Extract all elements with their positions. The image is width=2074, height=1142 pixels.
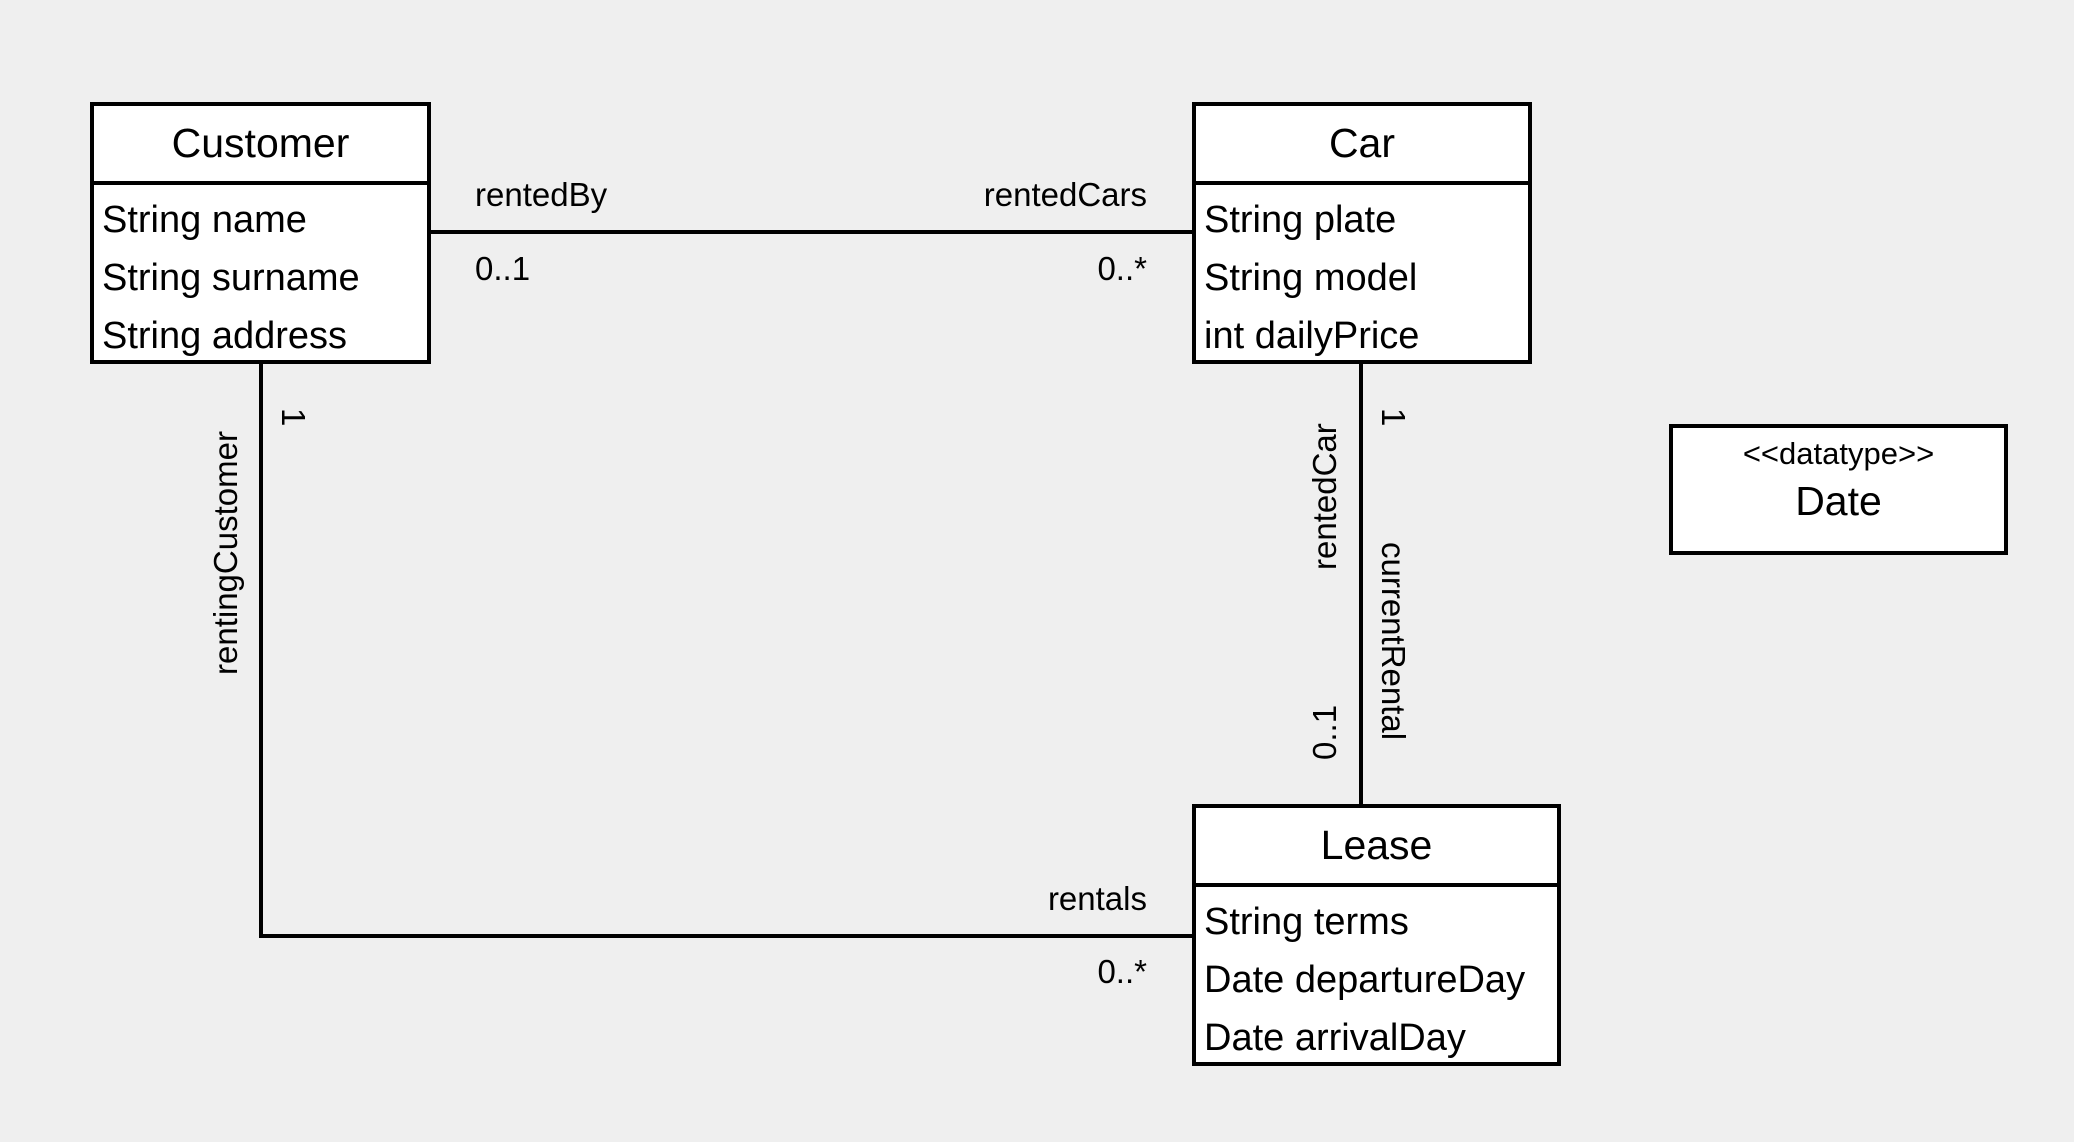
association-line-customer-lease-horizontal[interactable] bbox=[259, 934, 1195, 938]
class-customer-name: Customer bbox=[94, 106, 427, 185]
association-line-customer-car[interactable] bbox=[430, 230, 1195, 234]
class-customer-attributes: String name String surname String addres… bbox=[94, 185, 427, 365]
datatype-date[interactable]: <<datatype>> Date bbox=[1669, 424, 2008, 555]
class-car-name: Car bbox=[1196, 106, 1528, 185]
class-attribute: Date arrivalDay bbox=[1204, 1017, 1466, 1059]
class-attribute: String surname bbox=[102, 257, 360, 299]
datatype-stereotype: <<datatype>> bbox=[1742, 436, 1935, 471]
association-line-customer-lease-vertical[interactable] bbox=[259, 362, 263, 938]
association-line-car-lease[interactable] bbox=[1359, 362, 1363, 806]
class-attribute: String name bbox=[102, 199, 307, 241]
multiplicity-renting-customer: 1 bbox=[275, 408, 312, 427]
role-rented-cars: rentedCars bbox=[983, 176, 1147, 213]
multiplicity-current-rental: 0..1 bbox=[1306, 704, 1343, 760]
class-car-attributes: String plate String model int dailyPrice bbox=[1196, 185, 1528, 365]
class-attribute: String address bbox=[102, 315, 348, 357]
multiplicity-rented-cars: 0..* bbox=[1097, 250, 1147, 287]
class-lease[interactable]: Lease String terms Date departureDay Dat… bbox=[1192, 804, 1561, 1066]
class-attribute: int dailyPrice bbox=[1204, 315, 1420, 357]
multiplicity-rented-car: 1 bbox=[1375, 408, 1412, 427]
role-rentals: rentals bbox=[1047, 880, 1147, 917]
role-current-rental: currentRental bbox=[1375, 542, 1412, 741]
class-lease-attributes: String terms Date departureDay Date arri… bbox=[1196, 887, 1557, 1067]
role-renting-customer: rentingCustomer bbox=[207, 431, 244, 675]
class-attribute: String plate bbox=[1204, 199, 1397, 241]
multiplicity-rentals: 0..* bbox=[1097, 953, 1147, 990]
class-car[interactable]: Car String plate String model int dailyP… bbox=[1192, 102, 1532, 364]
role-rented-by: rentedBy bbox=[475, 176, 608, 213]
class-attribute: String model bbox=[1204, 257, 1418, 299]
role-rented-car: rentedCar bbox=[1306, 423, 1343, 570]
class-customer[interactable]: Customer String name String surname Stri… bbox=[90, 102, 431, 364]
class-lease-name: Lease bbox=[1196, 808, 1557, 887]
datatype-date-name: Date bbox=[1795, 478, 1882, 524]
class-attribute: Date departureDay bbox=[1204, 959, 1526, 1001]
class-attribute: String terms bbox=[1204, 901, 1409, 943]
multiplicity-rented-by: 0..1 bbox=[475, 250, 531, 287]
